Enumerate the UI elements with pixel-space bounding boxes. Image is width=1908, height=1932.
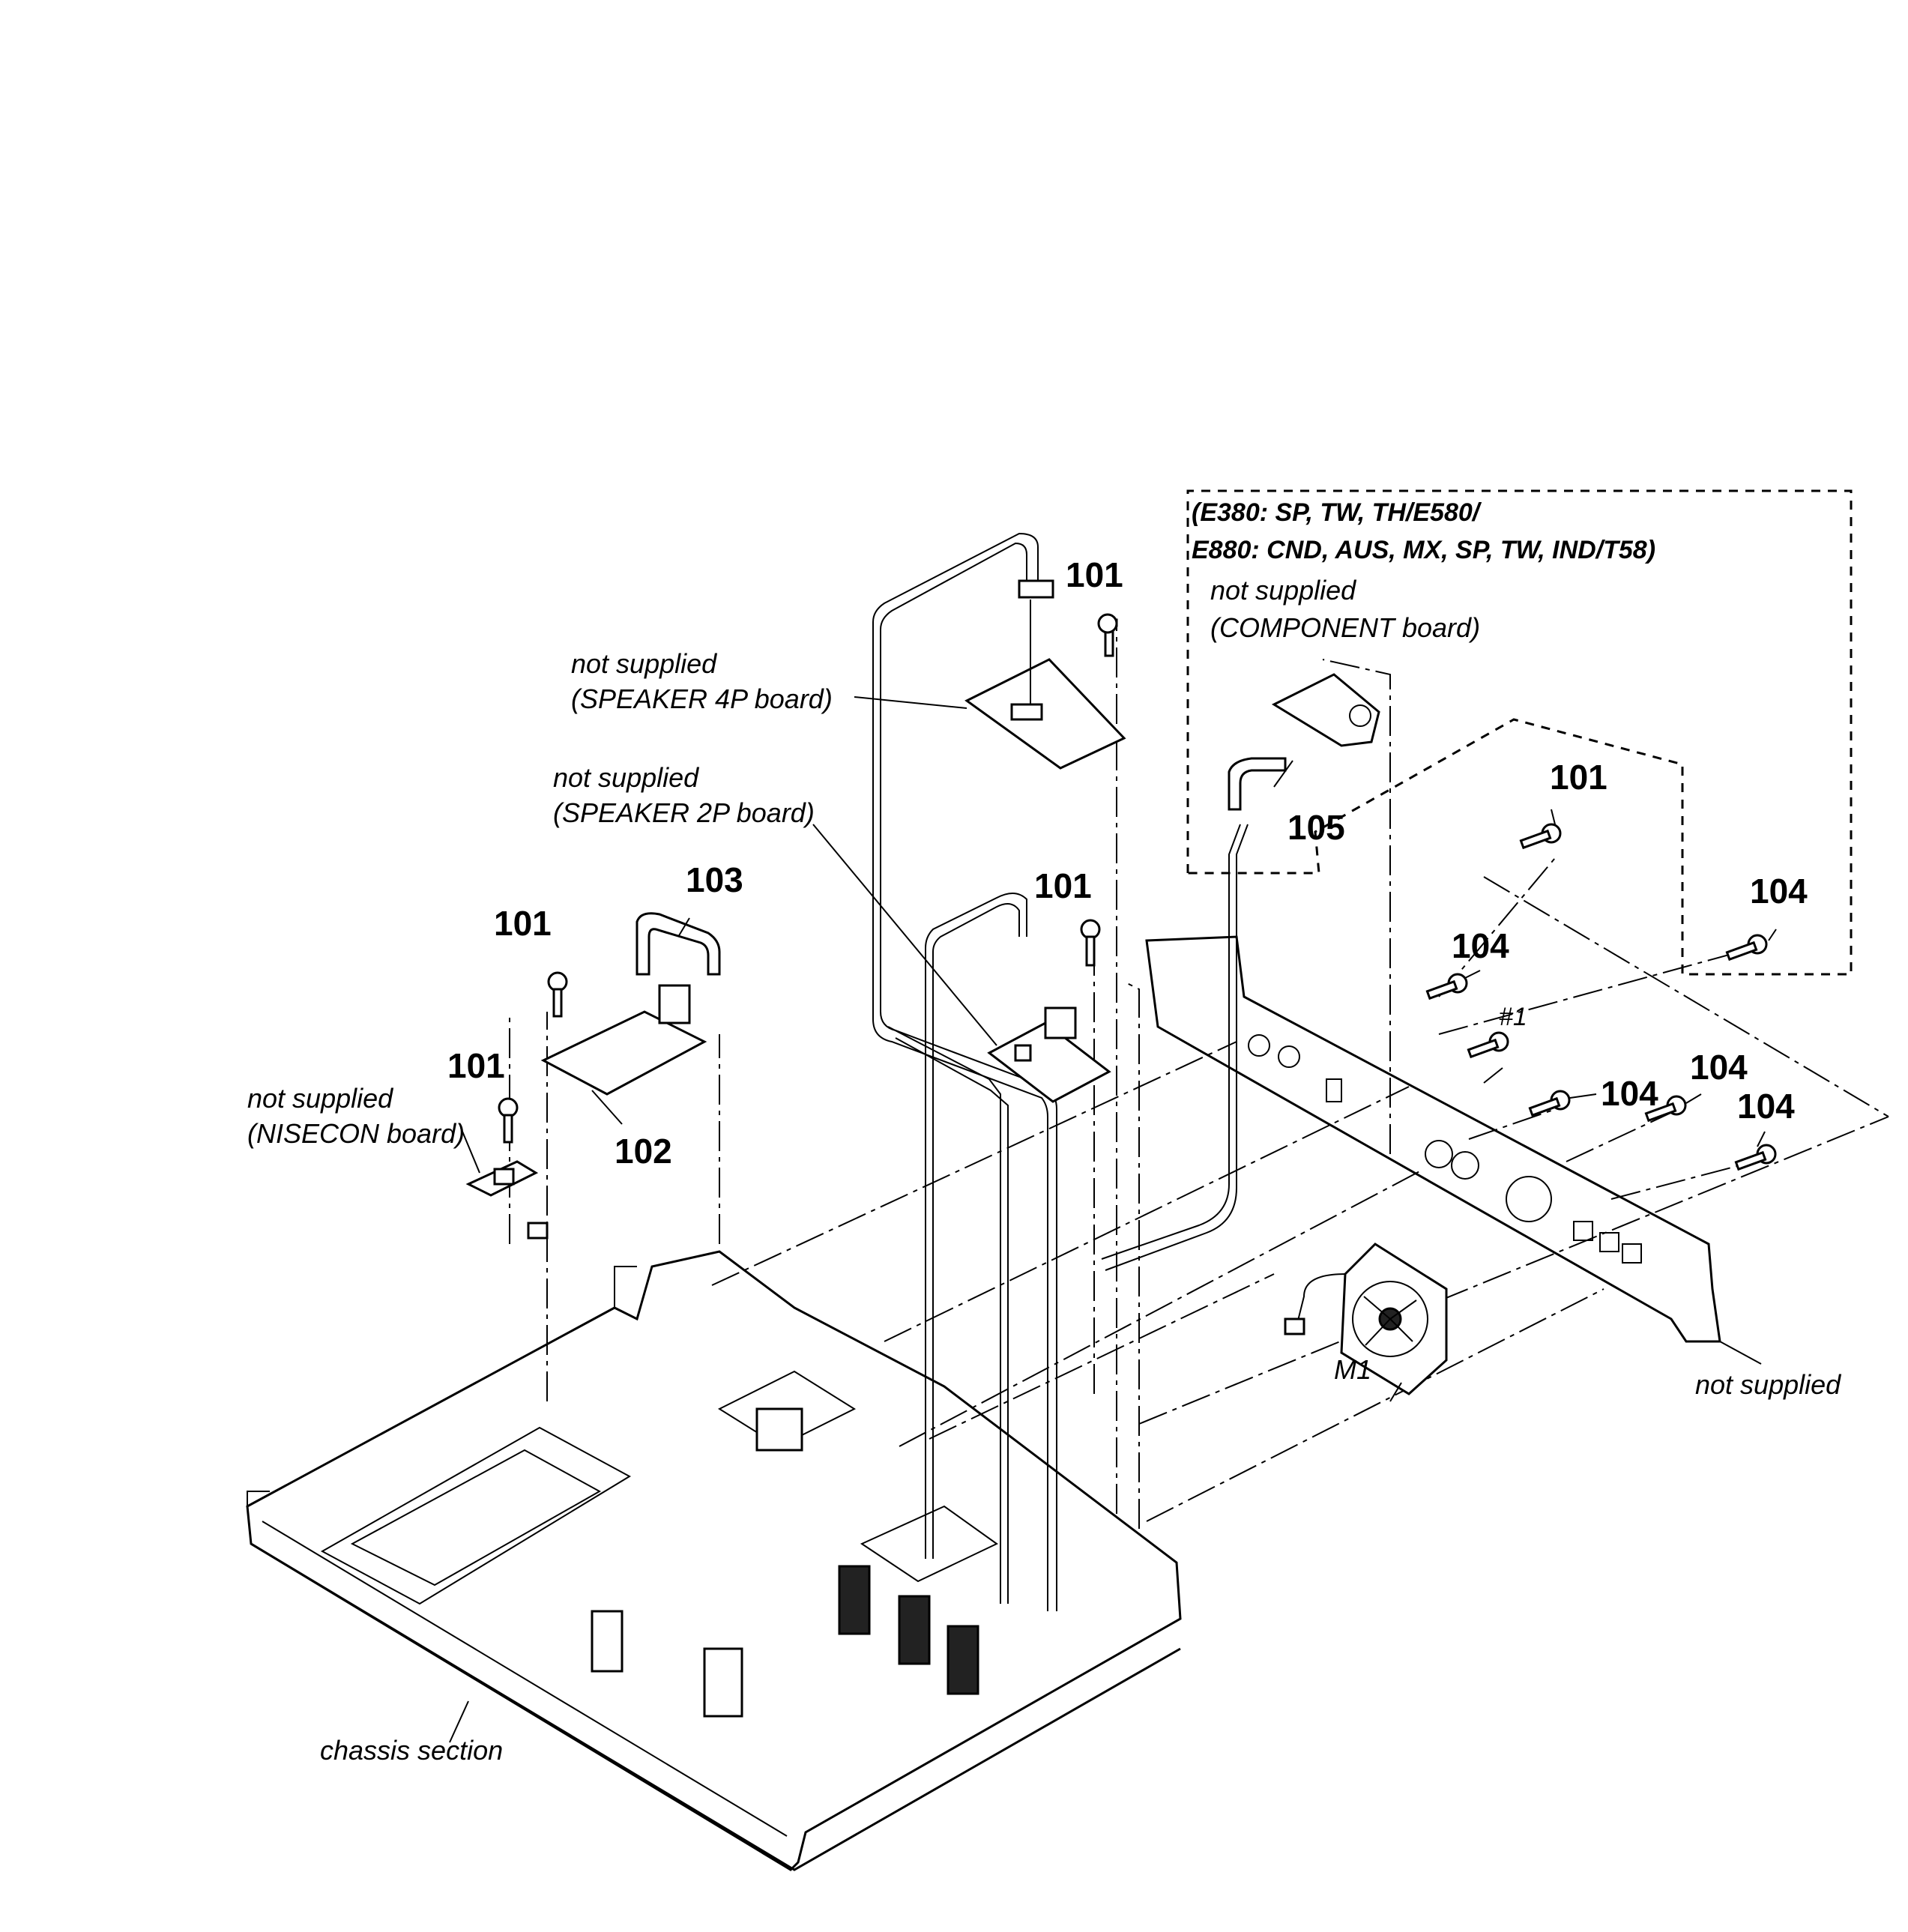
board-102 xyxy=(540,912,721,1096)
label-101-d: 101 xyxy=(494,904,552,943)
label-101-e: 101 xyxy=(447,1046,505,1085)
assembly-lines xyxy=(509,622,1889,1529)
regional-variant-box xyxy=(1186,489,1853,976)
component-board-note-line1: not supplied xyxy=(1210,575,1356,606)
rear-panel-note: not supplied xyxy=(1695,1369,1841,1400)
screw-104-group xyxy=(1425,934,1777,1171)
component-board xyxy=(1228,673,1380,811)
label-104-a: 104 xyxy=(1750,872,1808,911)
region-note-line2: E880: CND, AUS, MX, SP, TW, IND/T58) xyxy=(1192,536,1655,564)
speaker-4p-note-line1: not supplied xyxy=(571,648,717,679)
component-board-note-line2: (COMPONENT board) xyxy=(1210,612,1480,643)
label-marker-1: #1 xyxy=(1499,1003,1527,1031)
label-101-c: 101 xyxy=(1034,866,1092,905)
label-101-b: 101 xyxy=(1550,758,1607,797)
label-103: 103 xyxy=(686,860,743,899)
chassis-section-label: chassis section xyxy=(320,1735,503,1766)
label-104-b: 104 xyxy=(1452,926,1509,965)
label-104-c: 104 xyxy=(1601,1074,1658,1113)
chassis-section xyxy=(246,1250,1182,1871)
speaker-4p-board xyxy=(964,579,1126,770)
label-101-a: 101 xyxy=(1066,555,1123,594)
screw-101-group xyxy=(498,613,1562,1144)
rear-panel xyxy=(1145,935,1721,1343)
region-note-line1: (E380: SP, TW, TH/E580/ xyxy=(1192,498,1482,527)
nisecon-note-line1: not supplied xyxy=(247,1083,393,1114)
speaker-2p-board xyxy=(987,1006,1111,1103)
text-labels: (E380: SP, TW, TH/E580/ E880: CND, AUS, … xyxy=(247,498,1841,1766)
label-104-d: 104 xyxy=(1690,1048,1748,1087)
nisecon-note-line2: (NISECON board) xyxy=(247,1118,465,1149)
speaker-2p-note-line2: (SPEAKER 2P board) xyxy=(553,797,815,828)
speaker-2p-note-line1: not supplied xyxy=(553,762,699,793)
label-105: 105 xyxy=(1287,808,1345,847)
label-102: 102 xyxy=(615,1132,672,1171)
label-104-e: 104 xyxy=(1737,1087,1795,1126)
label-fan-m1: M1 xyxy=(1334,1354,1371,1385)
speaker-4p-note-line2: (SPEAKER 4P board) xyxy=(571,683,833,714)
nisecon-board xyxy=(465,1160,549,1240)
fan-m1 xyxy=(1284,1243,1448,1395)
leader-lines xyxy=(449,696,1777,1743)
